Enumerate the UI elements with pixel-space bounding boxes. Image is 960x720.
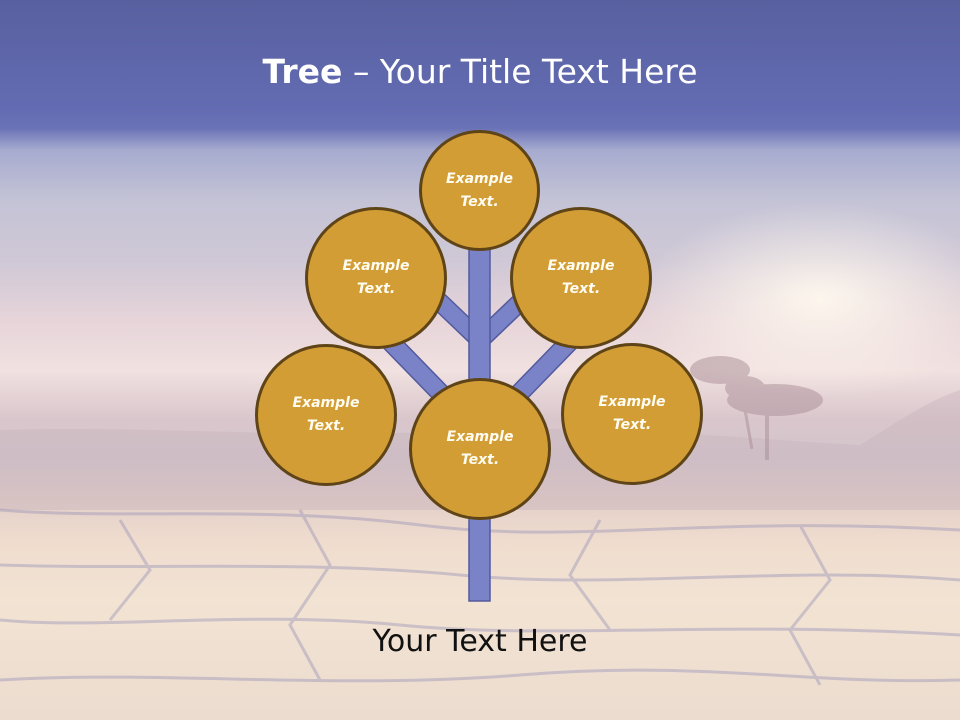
node-text-line2: Text. <box>612 417 652 433</box>
node-text-line1: Example <box>292 395 360 411</box>
footer-caption: Your Text Here <box>372 624 588 659</box>
title-bold: Tree <box>262 52 343 91</box>
node-text-line1: Example <box>446 170 513 187</box>
node-text-line2: Text. <box>561 281 601 297</box>
cracked-earth-texture <box>0 508 960 686</box>
node-text-line1: Example <box>342 258 410 274</box>
title-rest: – Your Title Text Here <box>342 52 698 91</box>
node-text-line2: Text. <box>306 418 346 434</box>
node-text-line1: Example <box>547 258 615 274</box>
node-text-line2: Text. <box>460 193 499 210</box>
node-text-line1: Example <box>598 394 666 410</box>
node-text-line2: Text. <box>356 281 396 297</box>
acacia-tree-silhouette <box>690 356 823 460</box>
node-text-line1: Example <box>446 429 514 445</box>
slide-title: Tree – Your Title Text Here <box>0 52 960 91</box>
node-text-line2: Text. <box>460 452 500 468</box>
